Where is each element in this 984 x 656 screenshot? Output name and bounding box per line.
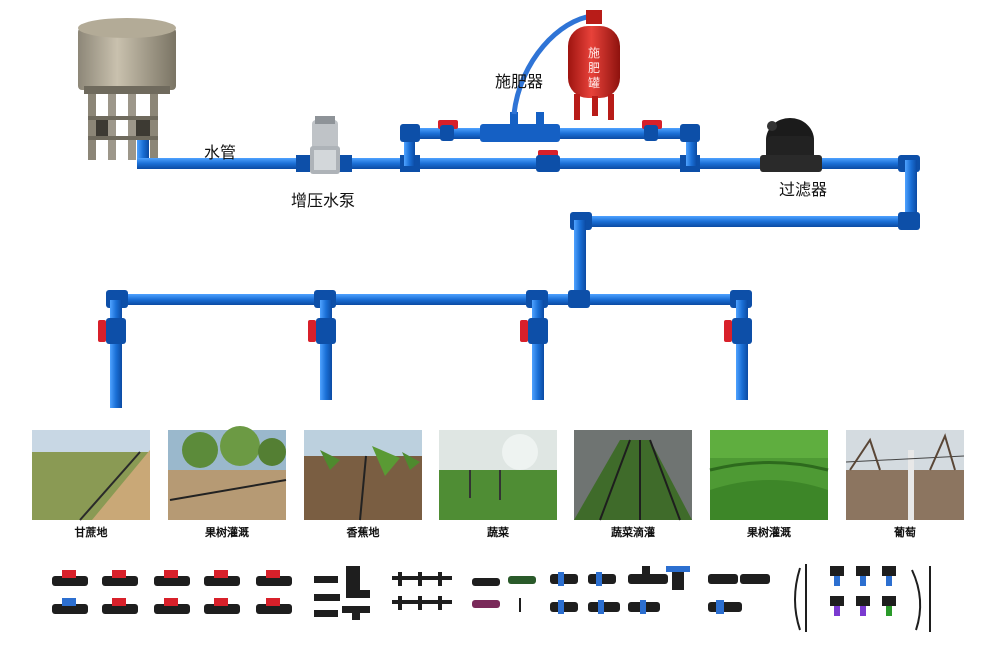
tank-char-3: 罐 [588, 76, 600, 90]
photo-sugarcane [32, 430, 150, 521]
bypass-loop [400, 112, 700, 166]
tank-char-1: 施 [588, 46, 600, 60]
caption-banana: 香蕉地 [346, 526, 380, 539]
fertilizer-hose [511, 13, 593, 115]
distribution-header [106, 290, 752, 308]
disc-filter [760, 118, 822, 172]
fertilizer-applicator-label: 施肥器 [495, 72, 544, 91]
branch-drops [98, 300, 752, 408]
water-pipe-label: 水管 [204, 143, 237, 162]
sprinklers [794, 564, 931, 632]
photo-vegetable-drip [574, 430, 692, 521]
fittings-valves [52, 570, 292, 614]
caption-orchard: 果树灌溉 [205, 526, 249, 539]
filter-label: 过滤器 [779, 180, 828, 199]
caption-sugarcane: 甘蔗地 [74, 526, 108, 539]
photo-orchard-2 [709, 430, 829, 520]
caption-vegetable-drip: 蔬菜滴灌 [611, 526, 655, 539]
photo-orchard [168, 426, 287, 520]
photo-vegetables [439, 430, 557, 520]
caption-vegetables: 蔬菜 [487, 526, 509, 539]
fittings-tape [550, 566, 770, 614]
booster-pump-label: 增压水泵 [291, 191, 356, 210]
caption-orchard-2: 果树灌溉 [747, 526, 791, 539]
fertilizer-tank: 施 肥 罐 [568, 10, 620, 120]
distribution-feed [570, 160, 920, 300]
caption-grapes: 葡萄 [894, 526, 916, 539]
tank-char-2: 肥 [588, 61, 600, 75]
booster-pump [310, 116, 340, 174]
valves-upper [438, 120, 662, 172]
main-pipe [137, 140, 920, 172]
photo-banana [304, 430, 422, 521]
water-tower [78, 18, 176, 160]
photo-grapes [845, 430, 965, 520]
fittings-connectors [314, 566, 536, 620]
